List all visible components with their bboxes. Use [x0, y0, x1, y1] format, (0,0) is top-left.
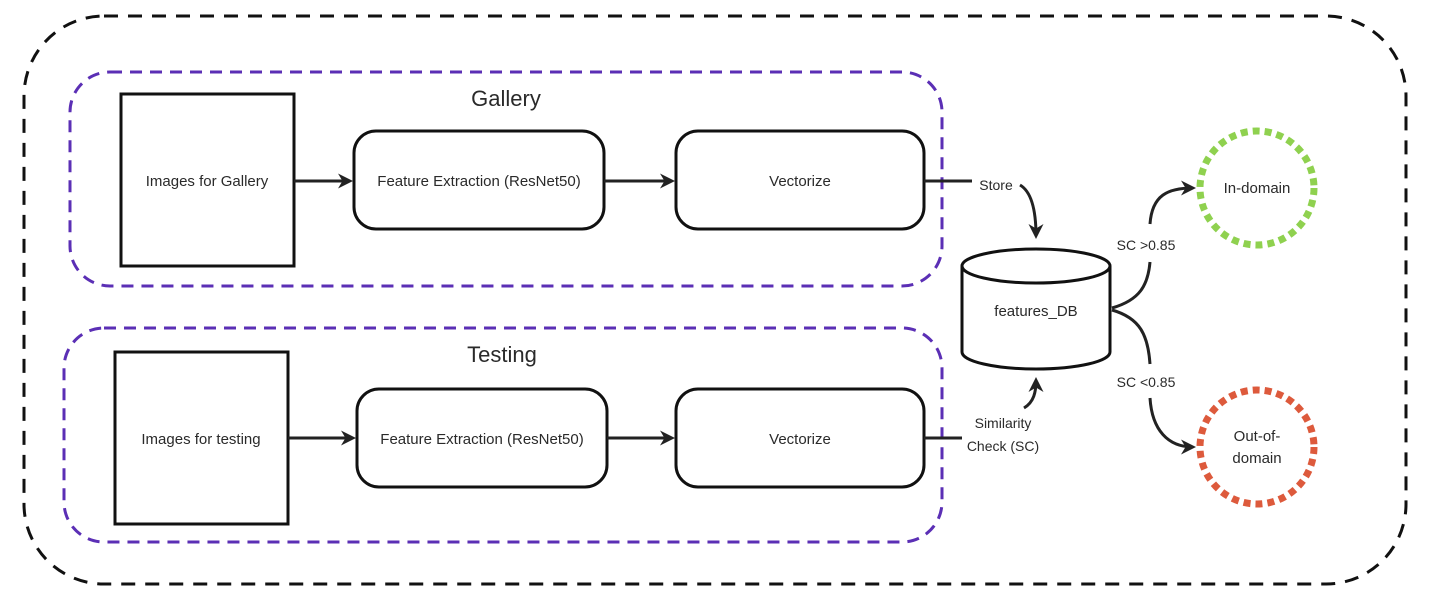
vectorize-testing-label: Vectorize	[769, 431, 831, 448]
store-edge	[924, 179, 1036, 236]
features-db-label: features_DB	[994, 303, 1077, 320]
similarity-check-label-line1: Similarity	[975, 415, 1032, 431]
gallery-title: Gallery	[471, 86, 541, 111]
vectorize-gallery-label: Vectorize	[769, 173, 831, 190]
testing-title: Testing	[467, 342, 537, 367]
outer-container	[22, 14, 1408, 586]
out-of-domain-label-line2: domain	[1232, 450, 1281, 467]
images-testing-label: Images for testing	[141, 431, 260, 448]
out-of-domain-edge	[1111, 308, 1193, 447]
testing-group	[62, 326, 944, 544]
feature-extraction-testing-label: Feature Extraction (ResNet50)	[380, 431, 583, 448]
similarity-check-edge	[924, 380, 1036, 440]
out-of-domain-node[interactable]	[1196, 386, 1318, 508]
in-domain-node[interactable]	[1196, 127, 1318, 249]
out-of-domain-label-line1: Out-of-	[1234, 428, 1281, 445]
in-domain-edge	[1111, 188, 1193, 310]
images-gallery-label: Images for Gallery	[146, 173, 269, 190]
feature-extraction-gallery-label: Feature Extraction (ResNet50)	[377, 173, 580, 190]
images-testing-box[interactable]	[113, 350, 290, 526]
store-label: Store	[979, 177, 1013, 193]
gallery-group	[68, 70, 944, 288]
images-gallery-box[interactable]	[119, 92, 296, 268]
similarity-check-label-line2: Check (SC)	[967, 438, 1039, 454]
sc-high-label: SC >0.85	[1117, 237, 1176, 253]
in-domain-label: In-domain	[1224, 180, 1291, 197]
sc-low-label: SC <0.85	[1117, 374, 1176, 390]
